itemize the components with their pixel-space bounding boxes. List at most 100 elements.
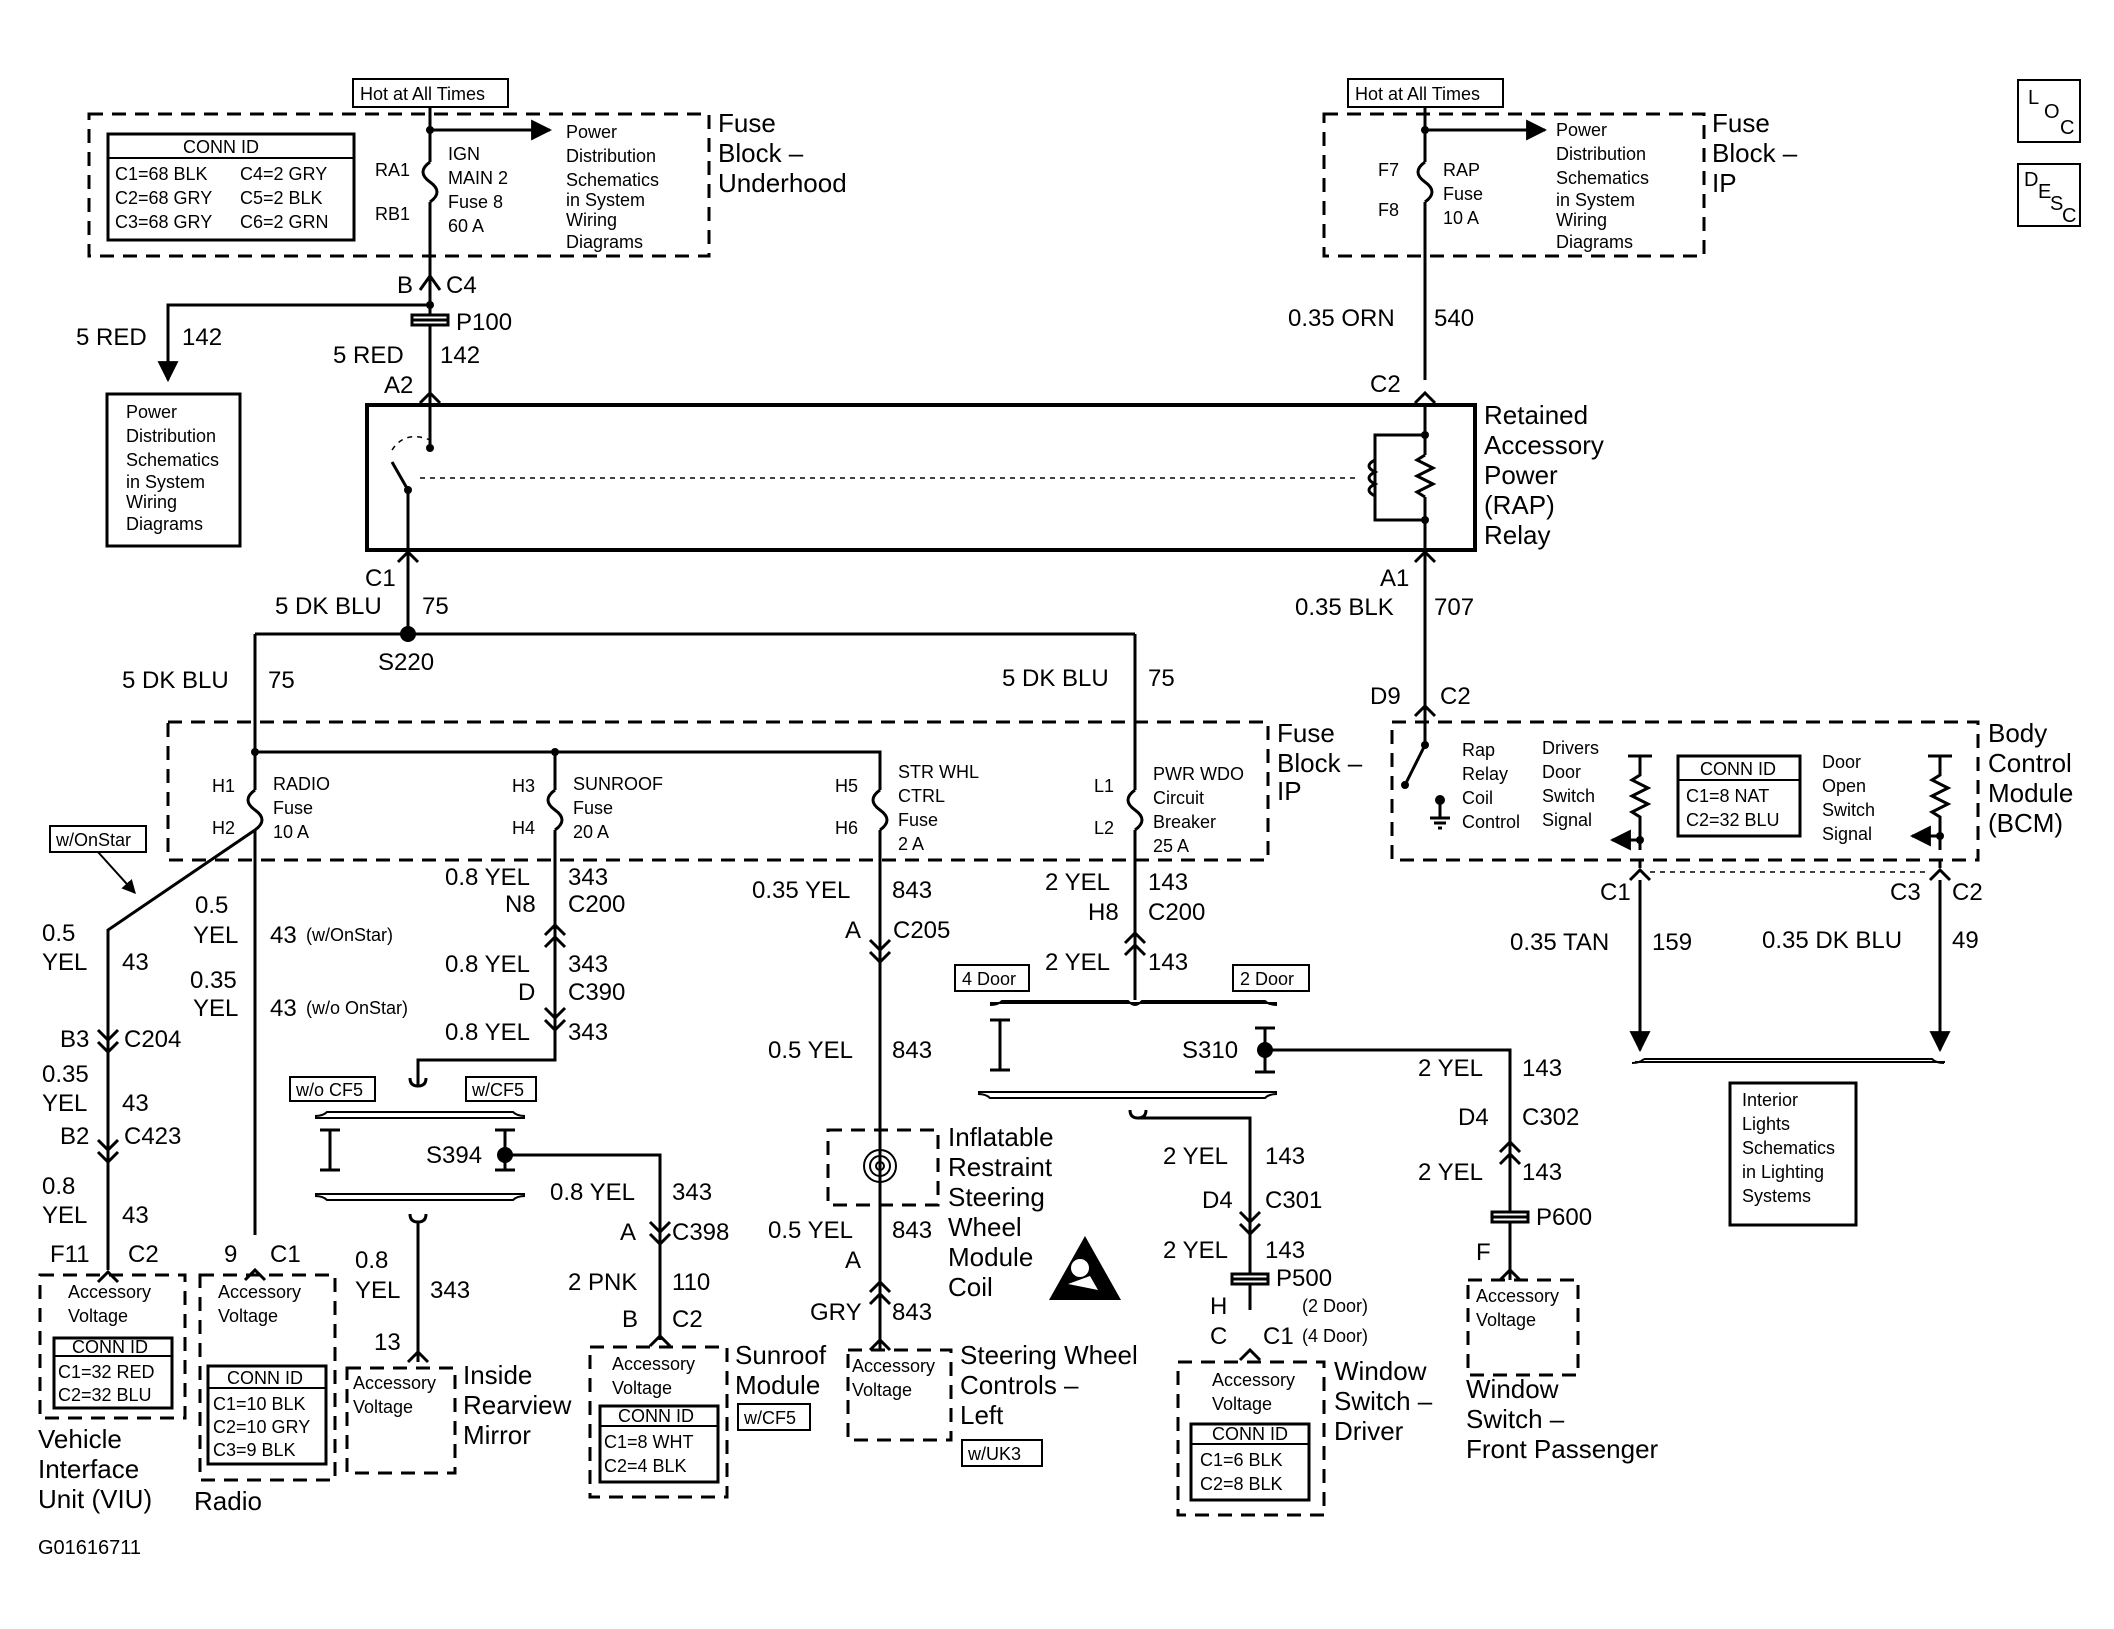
pin-f8: F8 (1378, 200, 1399, 220)
win-wire-1: 2 YEL (1045, 869, 1110, 896)
radio-wire-2-note: (w/o OnStar) (306, 998, 408, 1018)
conn-c2-rap: C2 (1370, 371, 1401, 398)
sunmod-wire-1: 0.8 YEL (550, 1179, 635, 1206)
airbag-warning-icon (1049, 1236, 1121, 1300)
window-pass-outline (1466, 1278, 1580, 1377)
str-wire-2: 0.5 YEL (768, 1037, 853, 1064)
str-wire-4-num: 843 (892, 1299, 932, 1326)
conn-c205: C205 (893, 917, 950, 944)
str-wire-1: 0.35 YEL (752, 877, 850, 904)
viu-wire-1-num: 43 (122, 949, 149, 976)
pin-a-c205: A (845, 917, 861, 944)
pin-d4-c302: D4 (1458, 1104, 1489, 1131)
bcm-title: Body Control Module (BCM) (1988, 718, 2081, 838)
sunmod-wire-1-num: 343 (672, 1179, 712, 1206)
conn-id-rows-window-driver: C1=6 BLK C2=8 BLK (1200, 1450, 1288, 1494)
wire-035dkblu: 0.35 DK BLU (1762, 927, 1902, 954)
radio-wire-1-note: (w/OnStar) (306, 925, 393, 945)
viu-wire-2-num: 43 (122, 1090, 149, 1117)
window-driver-title: Window Switch – Driver (1334, 1356, 1440, 1446)
pin-h1: H1 (212, 776, 235, 796)
conn-id-title-window-driver: CONN ID (1212, 1424, 1288, 1444)
wire-75-s220: 75 (422, 593, 449, 620)
pin-b-sun: B (622, 1306, 638, 1333)
fuse-rap-label: RAP Fuse 10 A (1443, 160, 1488, 228)
conn-c423: C423 (124, 1123, 181, 1150)
pin-rb1: RB1 (375, 204, 410, 224)
wire-49: 49 (1952, 927, 1979, 954)
pin-a-c398: A (620, 1219, 636, 1246)
conn-c2-bcm: C2 (1440, 683, 1471, 710)
conn-c2-sun: C2 (672, 1306, 703, 1333)
w-uk3-tag (961, 1439, 1043, 1467)
rap-relay-title: Retained Accessory Power (RAP) Relay (1484, 400, 1611, 550)
fuse-block-ip-top-outline (1322, 112, 1706, 258)
conn-c1-win-note: (4 Door) (1302, 1326, 1368, 1346)
w-uk3-label: w/UK3 (967, 1444, 1021, 1464)
win-wire-1-num: 143 (1148, 869, 1188, 896)
svg-text:C3=68 GRY: C3=68 GRY (115, 212, 212, 232)
wire-75-right: 75 (1148, 665, 1175, 692)
conn-id-title-radio: CONN ID (227, 1368, 303, 1388)
conn-c2-viu: C2 (128, 1241, 159, 1268)
pass-wire-1: 2 YEL (1418, 1055, 1483, 1082)
fuse-symbol-str-whl (871, 788, 889, 832)
window-driver-outline (1176, 1360, 1326, 1517)
mirror-wire-num: 343 (430, 1277, 470, 1304)
fuse-ign-main2-label: IGN MAIN 2 Fuse 8 60 A (448, 144, 513, 236)
svg-text:C: C (2062, 205, 2076, 227)
fuse-symbol-rap (1416, 160, 1434, 204)
pin-l1: L1 (1094, 776, 1114, 796)
sun-wire-3-num: 343 (568, 1019, 608, 1046)
wire-035blk: 0.35 BLK (1295, 594, 1394, 621)
mirror-acc-voltage: Accessory Voltage (353, 1373, 441, 1417)
splice-p500-label: P500 (1276, 1265, 1332, 1292)
conn-c1-win: C1 (1263, 1323, 1294, 1350)
wire-5dkblu-left: 5 DK BLU (122, 667, 229, 694)
bcm-rap-ctl-label: Rap Relay Coil Control (1462, 740, 1520, 832)
four-door-label: 4 Door (962, 969, 1016, 989)
pin-c-c1: C (1210, 1323, 1227, 1350)
mirror-module-outline (345, 1366, 457, 1475)
conn-id-title-sunroof: CONN ID (618, 1406, 694, 1426)
svg-text:C5=2 BLK: C5=2 BLK (240, 188, 323, 208)
radio-acc-voltage: Accessory Voltage (218, 1282, 306, 1326)
fuse-str-whl-label: STR WHL CTRL Fuse 2 A (898, 762, 983, 854)
conn-id-rows-radio: C1=10 BLK C2=10 GRY C3=9 BLK (213, 1394, 315, 1460)
figure-id: G01616711 (38, 1537, 141, 1559)
conn-c1-bcm: C1 (1600, 879, 1631, 906)
wire-75-left: 75 (268, 667, 295, 694)
clockspring-coil-icon (863, 1149, 897, 1183)
relay-coil (1367, 405, 1437, 550)
pin-h3: H3 (512, 776, 535, 796)
conn-id-table-underhood (106, 132, 356, 242)
window-pass-title: Window Switch – Front Passenger (1466, 1374, 1659, 1464)
power-distribution-ref-right: Power Distribution Schematics in System … (1556, 120, 1654, 252)
conn-a1: A1 (1380, 565, 1409, 592)
conn-id-table-viu (52, 1336, 174, 1410)
conn-a2: A2 (384, 372, 413, 399)
fuse-radio-label: RADIO Fuse 10 A (273, 774, 335, 842)
w-cf5-tag-upper (465, 1076, 537, 1102)
pass-wire-2-num: 143 (1522, 1159, 1562, 1186)
pin-h2: H2 (212, 818, 235, 838)
pass-wire-1-num: 143 (1522, 1055, 1562, 1082)
svg-text:S: S (2050, 193, 2063, 215)
splice-p600-label: P600 (1536, 1204, 1592, 1231)
two-door-label: 2 Door (1240, 969, 1294, 989)
fuse-symbol-ign-main2 (421, 160, 439, 204)
pin-h5: H5 (835, 776, 858, 796)
four-door-tag (954, 964, 1030, 992)
steering-acc-voltage: Accessory Voltage (852, 1356, 940, 1400)
pin-b2: B2 (60, 1123, 89, 1150)
desc-tab[interactable]: D E S C (2017, 163, 2081, 227)
sun-wire-1-num: 343 (568, 864, 608, 891)
str-wire-2-num: 843 (892, 1037, 932, 1064)
conn-id-table-sunroof (598, 1404, 720, 1484)
conn-c1-rap: C1 (365, 565, 396, 592)
loc-tab[interactable]: L O C (2017, 79, 2081, 143)
wire-142-left: 142 (182, 324, 222, 351)
two-door-tag (1232, 964, 1310, 992)
conn-c1-radio: C1 (270, 1241, 301, 1268)
